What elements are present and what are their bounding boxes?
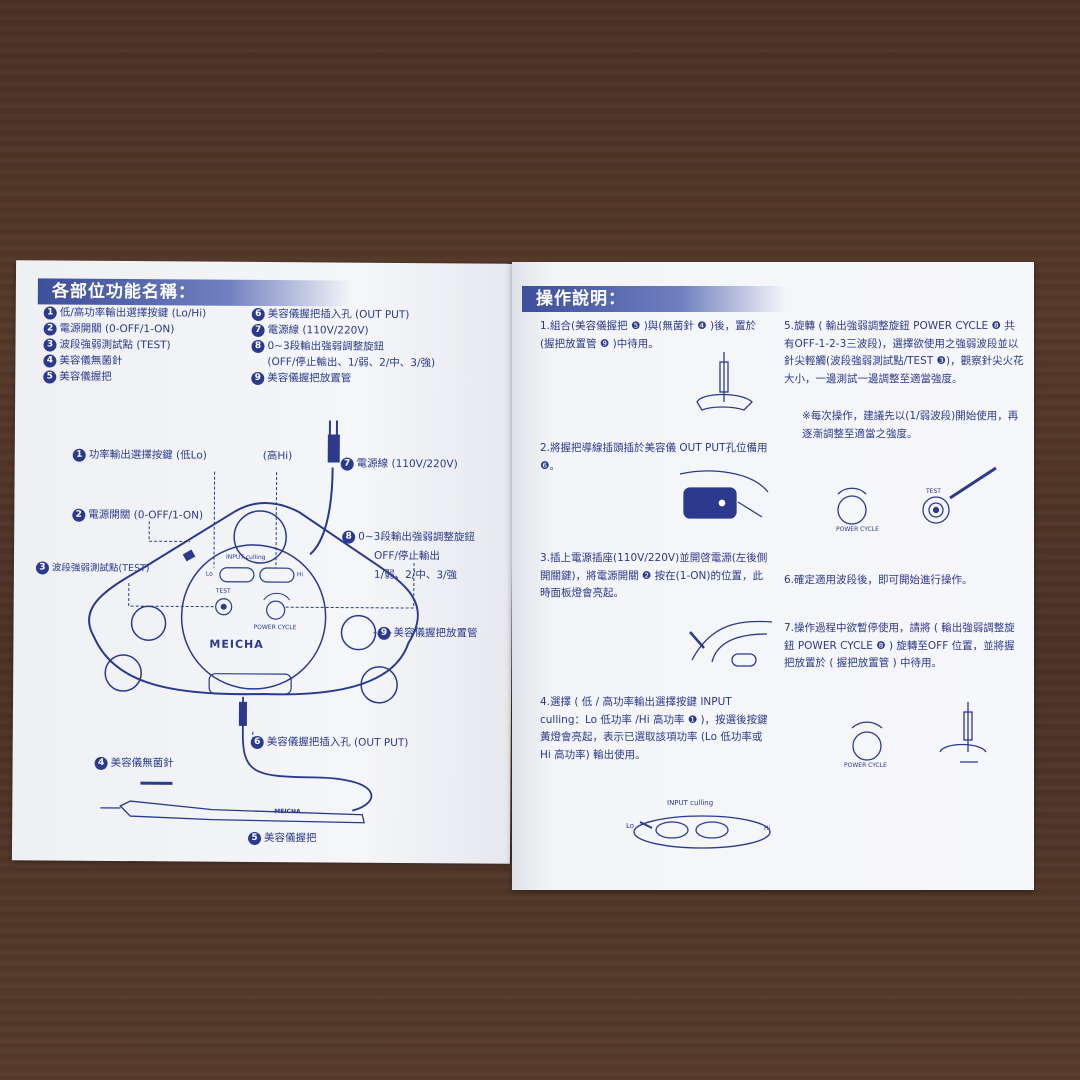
instructions-header: 操作說明： [522,286,786,312]
right-page: 操作說明： 1.組合(美容儀握把 ❺ )與(無菌針 ❹ )後，置於(握把放置管 … [512,262,1034,890]
brand-logo: MEICHA [209,637,264,652]
step-4: 4.選擇 ( 低 / 高功率輸出選擇按鍵 INPUT culling：Lo 低功… [540,696,768,761]
step-7: 7.操作過程中欲暫停使用，請將 ( 輸出強弱調整旋鈕 POWER CYCLE ❽… [784,622,1015,669]
step-1: 1.組合(美容儀握把 ❺ )與(無菌針 ❹ )後，置於(握把放置管 ❾ )中待用… [540,320,757,350]
pen-brand: MEICHA [274,808,301,816]
fig-hi-label: Hi [764,825,771,832]
step-3: 3.插上電源插座(110V/220V)並開啓電源(左後側開關鍵)，將電源開關 ❷… [540,552,768,599]
callout-8-line2: OFF/停止輸出 [374,549,440,563]
device-diagram [88,420,419,824]
callout-8-line3: 1/弱、2/中、3/強 [373,568,458,582]
fig-power-label: POWER CYCLE [836,526,879,533]
step-5-note: ※每次操作，建議先以(1/弱波段)開始使用，再逐漸調整至適當之強度。 [802,410,1019,440]
device-lo-label: Lo [205,570,213,578]
fig-input-label: INPUT culling [667,799,714,807]
fig-lo-label: Lo [626,822,635,830]
fig-power2-label: POWER CYCLE [844,762,887,769]
device-power-label: POWER CYCLE [253,623,297,632]
callout-1-hi: (高Hi) [262,449,293,463]
device-test-label: TEST [215,587,231,595]
device-hi-label: Hi [296,571,304,579]
instruction-figures [633,352,997,849]
device-input-label: INPUT culling [226,553,266,562]
fig-test-label: TEST [926,488,941,495]
step-6: 6.確定適用波段後，即可開始進行操作。 [784,574,973,586]
step-2: 2.將握把導線插頭插於美容儀 OUT PUT孔位備用 ❻。 [540,442,768,472]
step-5: 5.旋轉 ( 輸出強弱調整旋鈕 POWER CYCLE ❽ 共有OFF-1-2-… [784,320,1024,385]
